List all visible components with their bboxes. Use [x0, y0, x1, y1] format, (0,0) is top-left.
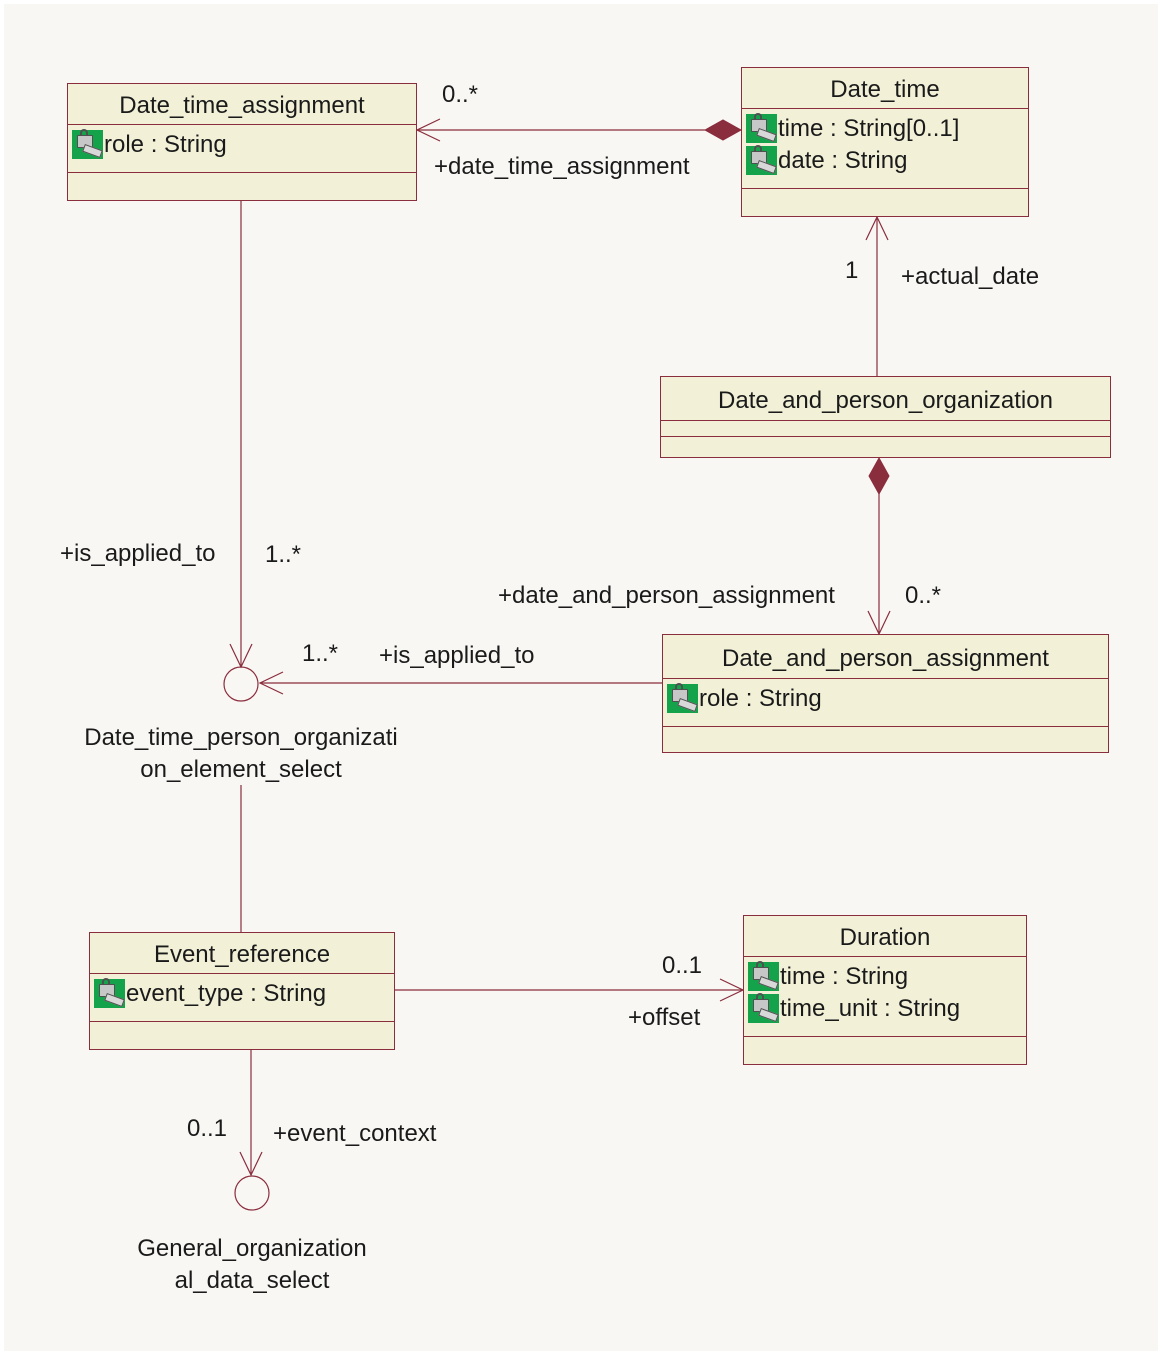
interface-name-line: Date_time_person_organizati [84, 724, 398, 751]
attribute-text: time : String [780, 963, 909, 990]
multiplicity-label: 0..1 [187, 1115, 228, 1142]
attribute-row: time_unit : String [744, 993, 1026, 1025]
attribute-lock-icon [667, 683, 698, 713]
attribute-text: role : String [104, 131, 227, 158]
attribute-row: role : String [663, 683, 1108, 715]
attribute-text: time : String[0..1] [778, 115, 960, 142]
attribute-row: event_type : String [90, 978, 394, 1010]
role-label: +date_time_assignment [434, 153, 690, 180]
class-date-and-person-assignment[interactable]: Date_and_person_assignment role : String [662, 634, 1109, 753]
class-event-reference[interactable]: Event_reference event_type : String [89, 932, 395, 1050]
class-name: Event_reference [90, 933, 394, 974]
attribute-row: time : String [744, 961, 1026, 993]
attribute-lock-icon [72, 129, 103, 159]
multiplicity-label: 0..* [442, 81, 479, 108]
class-date-time[interactable]: Date_time time : String[0..1] date : Str… [741, 67, 1029, 217]
arrowhead [239, 1151, 263, 1177]
class-name: Date_and_person_organization [661, 377, 1110, 421]
attributes-compartment [661, 421, 1110, 437]
arrowhead [258, 671, 284, 695]
class-name: Date_time_assignment [68, 84, 416, 125]
class-duration[interactable]: Duration time : String time_unit : Strin… [743, 915, 1027, 1065]
role-label: +event_context [273, 1120, 437, 1147]
attribute-lock-icon [748, 993, 779, 1023]
composition-diamond [703, 119, 743, 141]
attribute-row: time : String[0..1] [742, 113, 1028, 145]
class-name: Duration [744, 916, 1026, 957]
class-date-time-assignment[interactable]: Date_time_assignment role : String [67, 83, 417, 201]
composition-diamond [868, 456, 890, 496]
class-name: Date_and_person_assignment [663, 635, 1108, 679]
multiplicity-label: 1..* [265, 541, 302, 568]
attribute-text: event_type : String [126, 980, 327, 1007]
interface-name-line: al_data_select [174, 1267, 330, 1294]
attribute-lock-icon [94, 978, 125, 1008]
interface-name-line: General_organization [137, 1235, 367, 1262]
attribute-lock-icon [748, 961, 779, 991]
attribute-lock-icon [746, 145, 777, 175]
class-date-and-person-organization[interactable]: Date_and_person_organization [660, 376, 1111, 458]
attribute-lock-icon [746, 113, 777, 143]
arrowhead [415, 118, 441, 142]
role-label: +is_applied_to [379, 642, 535, 669]
attribute-row: date : String [742, 145, 1028, 177]
interface-label-dtpo-select: Date_time_person_organizati on_element_s… [61, 722, 421, 786]
interface-name-line: on_element_select [140, 756, 342, 783]
class-name: Date_time [742, 68, 1028, 109]
interface-circle-dtpo-select [223, 666, 259, 702]
arrowhead [865, 215, 889, 241]
attribute-text: time_unit : String [780, 995, 961, 1022]
multiplicity-label: 1 [845, 257, 859, 284]
multiplicity-label: 0..1 [662, 952, 703, 979]
role-label: +date_and_person_assignment [498, 582, 835, 609]
role-label: +actual_date [901, 263, 1040, 290]
multiplicity-label: 0..* [905, 582, 942, 609]
attribute-text: date : String [778, 147, 908, 174]
role-label: +offset [628, 1004, 701, 1031]
interface-circle-general-select [234, 1175, 270, 1211]
role-label: +is_applied_to [60, 540, 216, 567]
attribute-row: role : String [68, 129, 416, 161]
attribute-text: role : String [699, 685, 822, 712]
interface-label-general-select: General_organization al_data_select [92, 1233, 412, 1297]
multiplicity-label: 1..* [302, 640, 339, 667]
